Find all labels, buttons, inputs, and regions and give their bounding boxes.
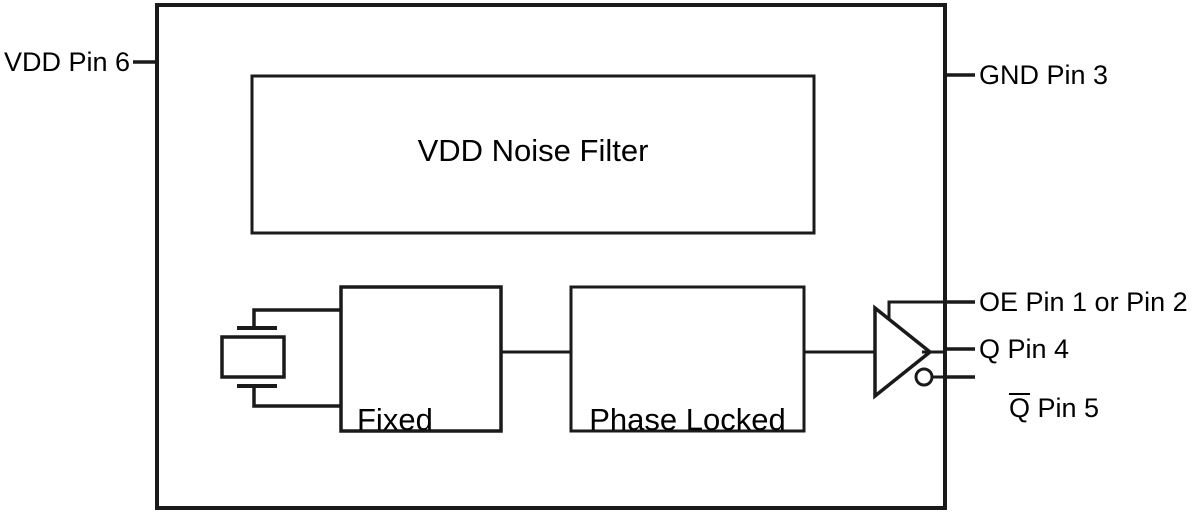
vdd-noise-filter-block — [250, 74, 816, 235]
output-buffer-triangle — [873, 304, 933, 400]
phase-locked-loop-block — [569, 285, 806, 433]
fixed-freq-xo-label-line1: Fixed — [357, 401, 433, 437]
crystal-resonator-symbol — [220, 308, 341, 408]
pin-label-q-bar: Q Pin 5 — [979, 362, 1099, 455]
fixed-freq-xo-label: Fixed Freq. XO — [357, 318, 507, 516]
crystal-top-lead — [252, 308, 341, 328]
crystal-bottom-lead — [252, 386, 341, 408]
pin-label-gnd: GND Pin 3 — [979, 60, 1109, 90]
pin-label-q: Q Pin 4 — [979, 334, 1070, 364]
vdd-noise-filter-label: VDD Noise Filter — [417, 133, 649, 168]
phase-locked-loop-label: Phase Locked Loop — [571, 318, 804, 516]
pin-label-oe: OE Pin 1 or Pin 2 — [979, 287, 1188, 317]
q-bar-overline-text: Q — [1009, 392, 1031, 424]
fixed-freq-xo-block — [339, 285, 503, 433]
output-enable-wire — [887, 300, 945, 320]
phase-locked-loop-label-line1: Phase Locked — [589, 401, 786, 437]
inverting-output-bubble — [914, 367, 934, 387]
pin-label-vdd: VDD Pin 6 — [4, 47, 131, 77]
crystal-body-rect — [220, 335, 286, 379]
package-outline-rect — [155, 3, 947, 510]
q-bar-pin-number-text: Pin 5 — [1030, 393, 1100, 424]
